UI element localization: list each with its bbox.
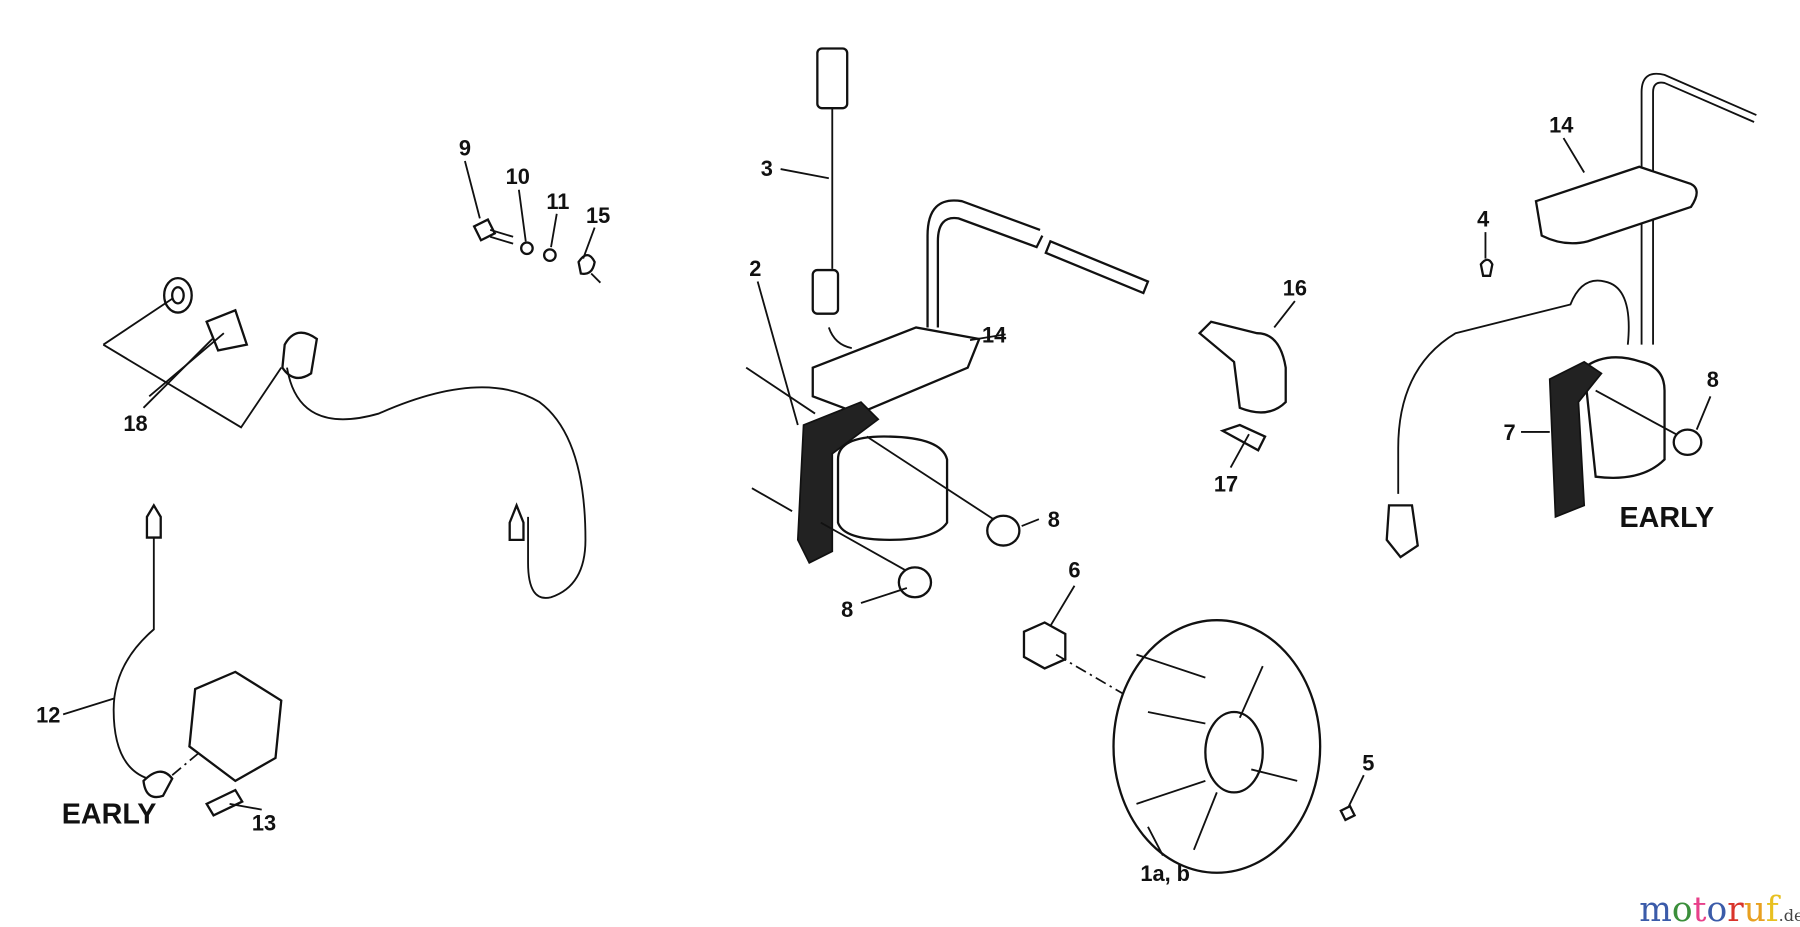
kill-switch-assembly: [102, 276, 587, 599]
label-3: 3: [761, 156, 773, 181]
callout-labels: 9 10 11 15 18 3 2 14 16 17 8 8 6 5 1a, b…: [36, 112, 1719, 885]
label-10: 10: [506, 164, 530, 189]
early-label: EARLY: [62, 798, 157, 830]
label-2: 2: [749, 256, 761, 281]
label-11: 11: [546, 189, 569, 214]
screw-washer-set: [472, 218, 602, 284]
label-1a-b: 1a, b: [1140, 861, 1190, 886]
leader-lines: [62, 137, 1712, 856]
label-4: 4: [1477, 206, 1489, 231]
spark-plug-boot: [1197, 320, 1287, 452]
label-17: 17: [1214, 472, 1238, 497]
label-8: 8: [841, 597, 853, 622]
label-9: 9: [459, 135, 471, 160]
label-16: 16: [1283, 275, 1307, 300]
early-label: EARLY: [1620, 502, 1715, 534]
label-12: 12: [36, 702, 60, 727]
label-8: 8: [1048, 507, 1060, 532]
label-13: 13: [252, 810, 276, 835]
motoruf-watermark-logo: motoruf.de: [1639, 890, 1800, 927]
label-8: 8: [1707, 367, 1719, 392]
early-module-assembly: [112, 503, 283, 817]
label-14: 14: [982, 322, 1006, 347]
label-14: 14: [1549, 112, 1573, 137]
label-18: 18: [123, 411, 147, 436]
early-coil-assembly: [1385, 72, 1757, 559]
svg-text:motoruf.de: motoruf.de: [1639, 890, 1800, 927]
label-7: 7: [1504, 420, 1516, 445]
label-5: 5: [1362, 751, 1374, 776]
ignition-coil-assembly: [745, 47, 1150, 599]
flywheel: [1022, 619, 1357, 874]
label-6: 6: [1068, 558, 1080, 583]
label-15: 15: [586, 203, 610, 228]
